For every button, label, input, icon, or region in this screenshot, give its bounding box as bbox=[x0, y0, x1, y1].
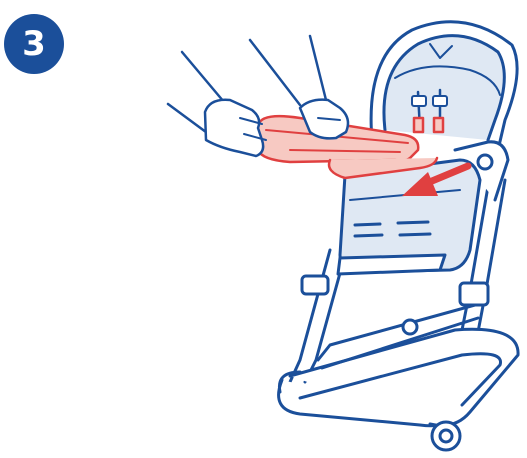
hands bbox=[168, 36, 348, 156]
tray bbox=[258, 116, 443, 178]
